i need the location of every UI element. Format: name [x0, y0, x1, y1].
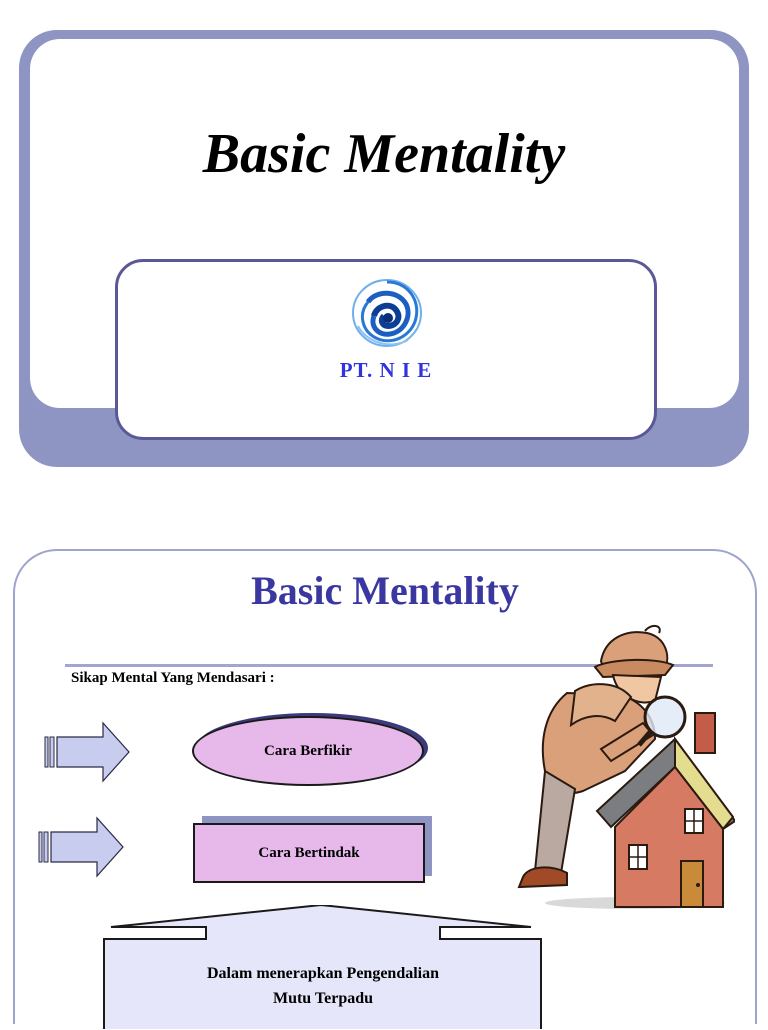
callout-text: Dalam menerapkan Pengendalian Mutu Terpa…: [103, 961, 543, 1011]
right-arrow-icon: [38, 816, 124, 878]
swirl-logo-icon: [352, 278, 422, 348]
callout-line-2: Mutu Terpadu: [272, 990, 374, 1007]
title-slide-heading: Basic Mentality: [202, 123, 566, 185]
content-slide: Basic Mentality Sikap Mental Yang Mendas…: [13, 549, 757, 1029]
company-box: PT. N I E: [115, 259, 657, 440]
callout-line-1: Dalam menerapkan Pengendalian: [206, 965, 439, 982]
heading-divider: [65, 664, 713, 667]
cara-berfikir-oval: Cara Berfikir: [192, 716, 424, 786]
company-name: PT. N I E: [339, 358, 433, 382]
content-subtitle: Sikap Mental Yang Mendasari :: [71, 670, 275, 686]
title-slide: Basic Mentality PT. N I E: [19, 30, 749, 467]
detective-house-icon: [517, 625, 735, 909]
cara-bertindak-box: Cara Bertindak: [193, 823, 425, 883]
callout-box: Dalam menerapkan Pengendalian Mutu Terpa…: [103, 905, 543, 1030]
callout-shape: [103, 905, 542, 1029]
right-arrow-icon: [44, 721, 130, 783]
content-slide-heading: Basic Mentality: [251, 568, 519, 613]
